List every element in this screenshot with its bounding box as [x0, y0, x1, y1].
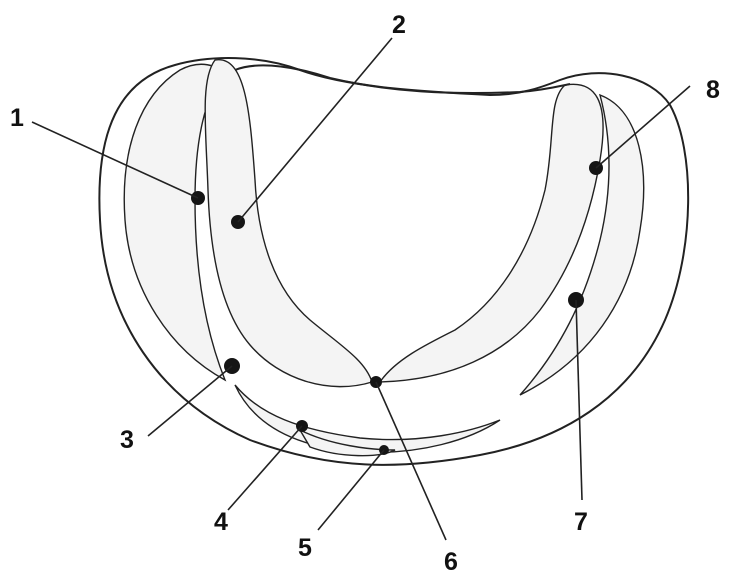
label-8: 8	[706, 76, 720, 104]
label-3: 3	[120, 426, 134, 454]
inner-boundary	[235, 65, 570, 93]
leader-5	[318, 450, 384, 530]
label-1: 1	[10, 104, 24, 132]
left-ridge	[205, 60, 372, 387]
leader-4	[228, 426, 302, 510]
label-2: 2	[392, 11, 406, 39]
label-6: 6	[444, 548, 458, 573]
label-4: 4	[214, 508, 228, 536]
label-5: 5	[298, 534, 312, 562]
anterior-band	[235, 385, 500, 452]
label-7: 7	[574, 508, 588, 536]
